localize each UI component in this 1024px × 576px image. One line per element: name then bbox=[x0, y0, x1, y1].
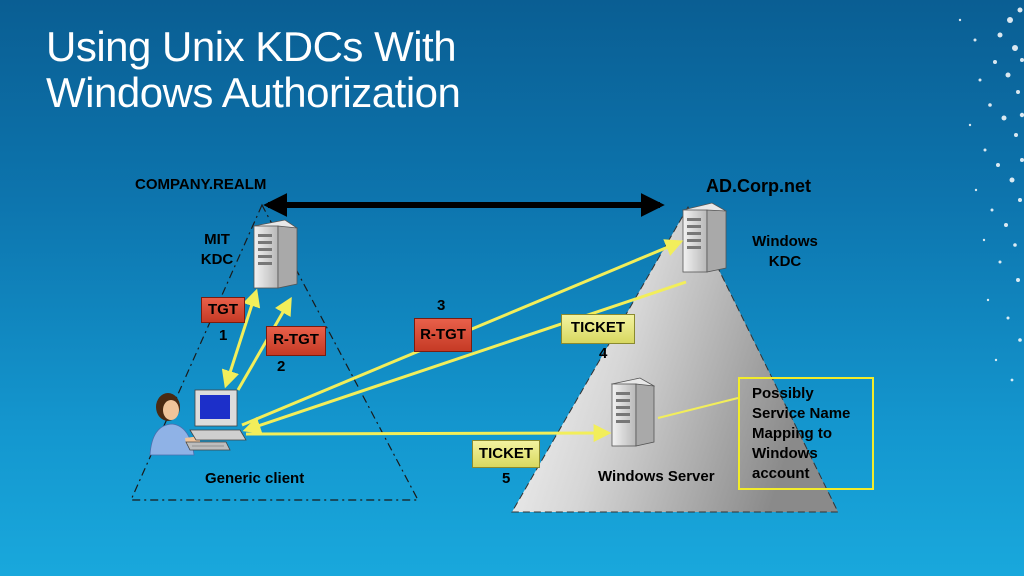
rtgt-local-box: R-TGT bbox=[266, 326, 326, 356]
arrow-tgt bbox=[221, 288, 261, 389]
slide-title-line1: Using Unix KDCs With bbox=[46, 23, 457, 70]
mit-kdc-server-icon bbox=[252, 219, 299, 289]
mit-kdc-label-line2: KDC bbox=[200, 251, 234, 268]
windows-kdc-label-line2: KDC bbox=[768, 253, 802, 270]
decorative-dots bbox=[958, 7, 1024, 382]
service-name-mapping-callout: Possibly Service Name Mapping to Windows… bbox=[738, 377, 874, 490]
step-1-label: 1 bbox=[219, 327, 228, 344]
arrow-ticket-from-windows-kdc bbox=[242, 280, 687, 434]
step-5-label: 5 bbox=[502, 470, 511, 487]
callout-connector bbox=[657, 397, 739, 419]
step-3-label: 3 bbox=[437, 297, 446, 314]
company-realm-triangle bbox=[130, 203, 419, 501]
arrow-rtgt-local bbox=[236, 296, 292, 391]
slide-title: Using Unix KDCs With Windows Authorizati… bbox=[46, 24, 566, 116]
ad-realm-label: AD.Corp.net bbox=[706, 176, 811, 196]
mit-kdc-label-line1: MIT bbox=[204, 231, 230, 248]
mit-kdc-label: MIT KDC bbox=[195, 230, 239, 270]
rtgt-cross-realm-box: R-TGT bbox=[414, 318, 472, 352]
company-realm-label: COMPANY.REALM bbox=[135, 176, 267, 193]
ad-domain-cone bbox=[511, 205, 839, 513]
client-computer-icon bbox=[185, 389, 247, 451]
windows-server-icon bbox=[610, 377, 656, 447]
windows-kdc-server-icon bbox=[681, 202, 728, 273]
windows-kdc-label: Windows KDC bbox=[742, 232, 828, 272]
arrow-ticket-to-server bbox=[245, 424, 612, 443]
windows-server-label: Windows Server bbox=[598, 468, 715, 485]
client-user-icon bbox=[149, 393, 200, 456]
slide-title-line2: Windows Authorization bbox=[46, 69, 461, 116]
ticket-5-box: TICKET bbox=[472, 440, 540, 468]
ticket-4-box: TICKET bbox=[561, 314, 635, 344]
generic-client-label: Generic client bbox=[205, 470, 305, 487]
step-4-label: 4 bbox=[599, 345, 608, 362]
windows-kdc-label-line1: Windows bbox=[752, 233, 818, 250]
step-2-label: 2 bbox=[277, 358, 286, 375]
tgt-box: TGT bbox=[201, 297, 245, 323]
